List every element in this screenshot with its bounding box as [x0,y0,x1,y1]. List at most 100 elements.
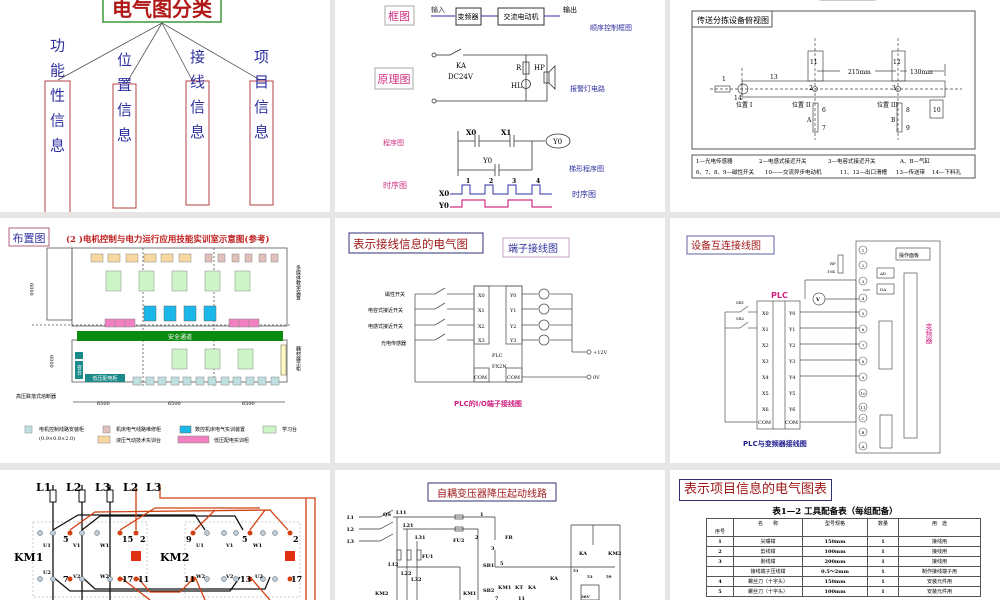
label-fr: FR [505,535,514,541]
pulse-1: 1 [466,178,470,185]
label-51: 51 [573,568,579,573]
ladder-x0: X0 [466,128,476,137]
plc-y1: Y1 [788,327,795,333]
ladder-y0-coil: Y0 [552,138,562,146]
cell: 安装元件用 [898,576,981,587]
input-photoelectric: 光电传感器 [381,340,406,347]
cell: 1 [867,586,899,597]
label-fu2: FU2 [453,538,465,544]
dim-6500-2: 6500 [168,401,181,407]
km1-top-5: 5 [63,534,69,544]
inv-term-a: A [861,444,865,449]
ka-label: KA [456,62,467,70]
table-title: 表1—2 工具配备表（每组配备） [772,507,898,517]
label-11: 11 [518,596,525,600]
plc-com-x: COM [758,420,771,426]
repair-cabinets [204,253,279,263]
slide-thumbnail-2[interactable]: 框图 输入 变频器 交流电动机 输出 顺序控制框图 原理图 KA DC24V R… [335,0,665,212]
hydraulic-benches [90,253,192,263]
cell: 制作接线端子用 [898,566,981,577]
cell: 接线用 [898,556,981,567]
caption-ladder: 梯形程序图 [569,164,604,173]
rp-value: 10K [827,269,836,274]
table-header-row: 序号 名 称 型号规格 数量 用 途 [706,518,981,537]
km1-top-u1: U1 [43,543,51,549]
slide-thumbnail-3[interactable]: 传送分拣设备俯视图 215mm 130mm 1 13 11 12 2 3 14 … [670,0,1000,212]
v12-label: +12V [593,350,608,356]
term-x2: X2 [478,324,485,330]
conveyor-title: 传送分拣设备俯视图 [697,15,769,25]
slide-thumbnail-6[interactable]: 设备互连接线图 PLC 1 2 3 4 5 6 7 8 9 10 11 C B … [670,218,1000,463]
plc-y2: Y2 [788,343,795,349]
layout-title: (2 )电机控制与电力运行应用技能实训室示意图(参考) [66,234,269,245]
cell: 1 [867,536,899,547]
cell: 尖嘴钳 [733,536,803,547]
dim-215: 215mm [848,69,871,76]
cell [706,566,734,577]
line-l1: L1 [36,481,51,494]
rp-label: RP [830,261,836,266]
panel-label: 操作面板 [899,252,919,259]
cell: 0.5～2mm [802,566,868,577]
slide-thumbnail-8[interactable]: 自耦变压器降压起动线路 L1 L2 L3 QS L11 L21 L31 FU1 … [335,470,665,600]
legend-ab: A、B—气缸 [899,157,931,165]
km2-label: KM2 [160,551,189,564]
inv-term-6: 6 [862,327,865,332]
slide-thumbnail-1[interactable]: 电气图分类 功能性信息 位置信息 接线信息 项目信息 [0,0,330,212]
box-motor: 交流电动机 [504,12,539,21]
slide-thumbnail-7[interactable]: L1 L2 L3 L2 L3 KM1 KM2 U1 5 V1 W1 15 2 U… [0,470,330,600]
col-seq: 序号 [706,518,734,537]
label-l22: L22 [401,571,412,577]
pulse-2: 2 [489,178,493,185]
lowvolt-cabinets [104,318,260,328]
label-qs: QS [383,512,391,518]
km1-bot-u2: U2 [43,570,51,576]
slide-thumbnail-9[interactable]: 表示项目信息的电气图表 表1—2 工具配备表（每组配备） 序号 名 称 型号规格… [670,470,1000,600]
contactor-wiring: L1 L2 L3 L2 L3 KM1 KM2 U1 5 V1 W1 15 2 U… [14,481,316,600]
line-l2: L2 [66,481,81,494]
label-pos2: 位置 II [792,101,811,109]
r-label: R [516,64,522,72]
plc-label: PLC [492,353,503,359]
slide-thumbnail-5[interactable]: 表示接线信息的电气图 端子接线图 磁性开关 电容式接近开关 电感式接近开关 光电… [335,218,665,463]
inv-term-b: B [862,430,865,435]
km1-bot-w2: W2 [99,574,110,580]
input-label: 输入 [431,5,445,14]
label-2: 2 [475,535,479,541]
v0-label: 0V [593,375,600,381]
x0-waveform [450,184,552,195]
caption-sequence-block: 顺序控制框图 [590,23,632,32]
col-name: 名 称 [733,518,803,537]
label-l1: L1 [347,515,354,521]
line-l3: L3 [95,481,110,494]
km2-bot-w2: W2 [195,574,206,580]
autotransformer-circuit: 自耦变压器降压起动线路 L1 L2 L3 QS L11 L21 L31 FU1 … [347,482,622,600]
slide-thumbnail-4[interactable]: 布置图 (2 )电机控制与电力运行应用技能实训室示意图(参考) 安全通道 变台 … [0,218,330,463]
cell: 150mm [802,576,868,587]
label-program: 程序图 [383,138,404,147]
lv-cabinet-label: 低压配电柜 [92,375,117,382]
km1-bot-v2: V2 [72,574,81,580]
project-title: 表示项目信息的电气图表 [679,479,833,501]
label-km2-right: KM2 [608,551,622,557]
label-12: 12 [893,59,901,66]
label-sb2: SB2 [483,588,495,594]
classification-tree: 电气图分类 功能性信息 位置信息 接线信息 项目信息 [44,0,274,212]
safety-aisle [77,331,283,341]
label-km1-contact: KM1 [498,585,511,591]
cell: 150mm [802,536,868,547]
plc-x5: X5 [762,391,769,397]
install-cabinets [132,376,280,386]
transformer-label: 变台 [76,364,82,376]
km1-top-15: 15 [122,534,133,544]
category-position: 位置信息 [115,52,133,152]
voltmeter-label: V [815,297,820,303]
terminal-wiring: 表示接线信息的电气图 端子接线图 磁性开关 电容式接近开关 电感式接近开关 光电… [348,232,608,408]
study-desks [105,270,254,370]
sb1-label: SB1 [736,300,744,305]
km2-bot-17: 17 [291,574,302,584]
inv-term-2: 2 [862,263,865,268]
